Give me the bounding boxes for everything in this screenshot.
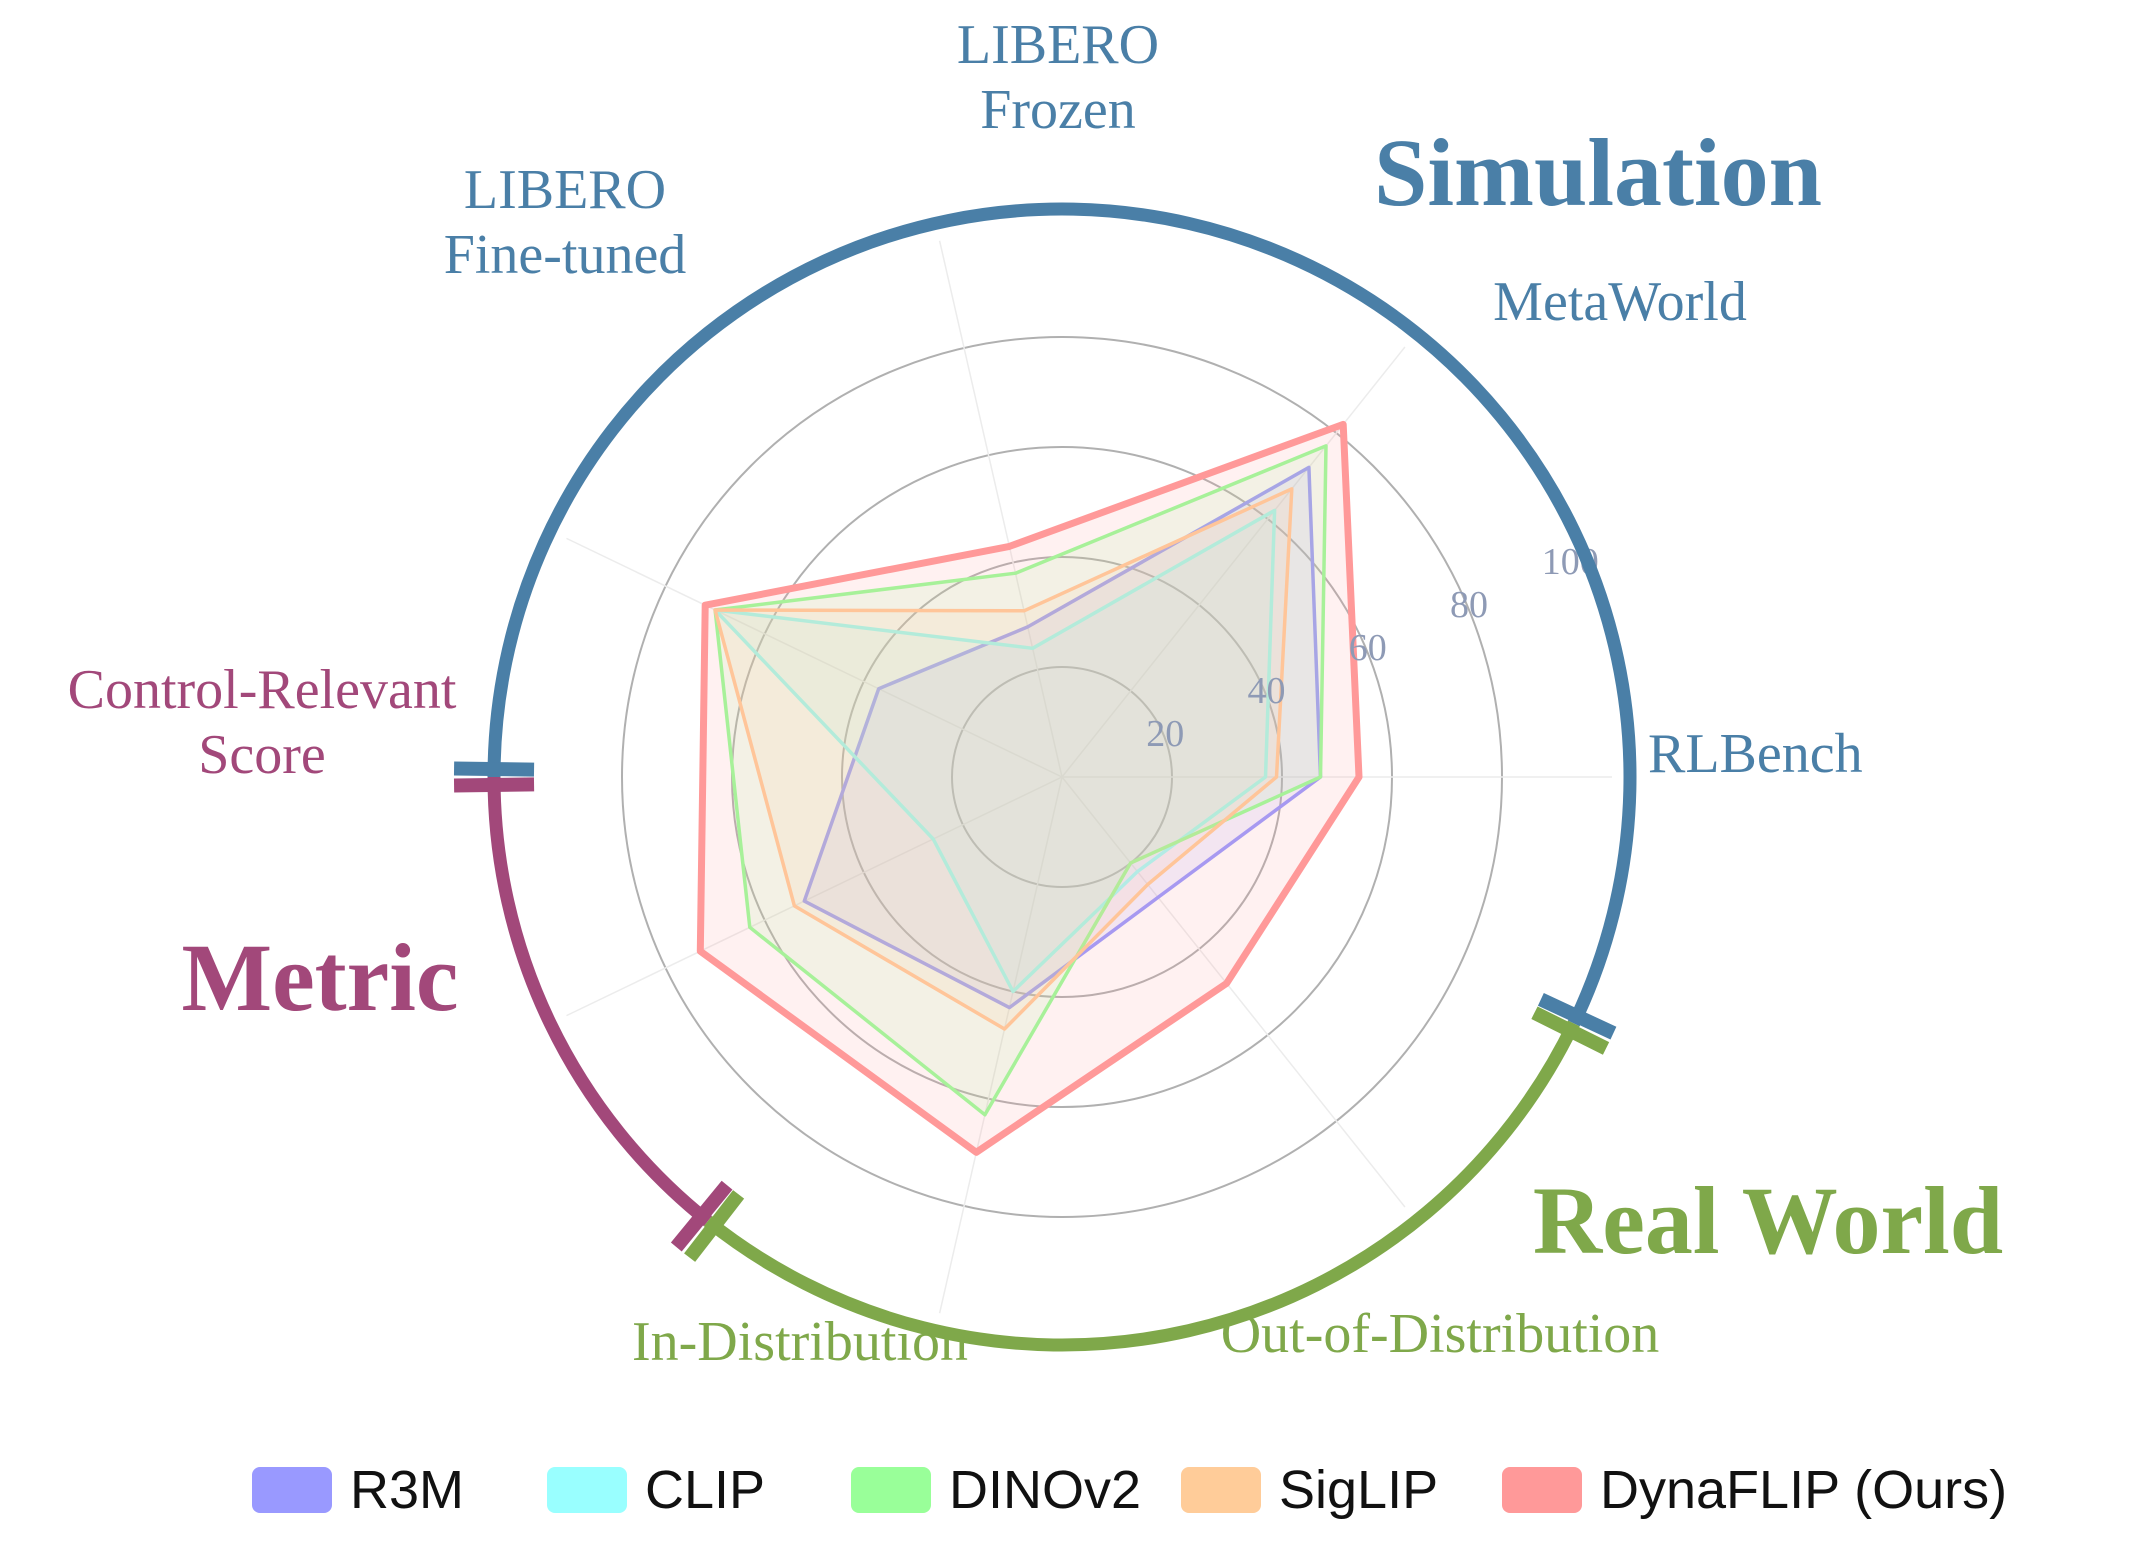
axis-spoke — [938, 776, 1063, 1314]
group-label-simulation: Simulation — [1374, 119, 1822, 226]
axis-spokes — [566, 240, 1612, 1314]
legend-label: DINOv2 — [949, 1460, 1141, 1520]
group-arc-cap — [1537, 993, 1617, 1040]
series-dynaflip-ours — [696, 420, 1363, 1156]
axis-label-line: Out-of-Distribution — [1221, 1303, 1660, 1365]
axis-label: RLBench — [1648, 723, 1863, 785]
group-arc-cap — [684, 1190, 745, 1262]
legend-item: DINOv2 — [851, 1460, 1141, 1520]
series-siglip — [713, 487, 1294, 1031]
legend-item: DynaFLIP (Ours) — [1502, 1460, 2007, 1520]
group-arc-cap — [670, 1180, 733, 1252]
group-arc-metric — [487, 776, 712, 1227]
axis-label-line: MetaWorld — [1493, 271, 1747, 333]
legend-label: R3M — [350, 1460, 464, 1520]
axis-spoke — [1061, 776, 1406, 1208]
axis-label-line: LIBERO — [957, 14, 1159, 76]
group-arc-cap — [453, 777, 535, 793]
legend-item: SigLIP — [1181, 1460, 1438, 1520]
axis-spoke — [566, 776, 1063, 1017]
axis-label-line: RLBench — [1648, 723, 1863, 785]
legend-label: DynaFLIP (Ours) — [1600, 1460, 2007, 1520]
group-arc-cap — [1531, 1006, 1610, 1055]
tick-label-80: 80 — [1450, 584, 1488, 626]
tick-label-20: 20 — [1146, 713, 1184, 755]
group-arc-simulation — [487, 202, 1637, 1027]
legend-swatch — [1181, 1467, 1261, 1513]
legend-item: CLIP — [547, 1460, 765, 1520]
legend: R3M CLIP DINOv2 SigLIP DynaFLIP (Ours) — [252, 1460, 2007, 1520]
axis-label-line: Fine-tuned — [444, 224, 687, 286]
legend-label: CLIP — [645, 1460, 765, 1520]
axis-label-line: In-Distribution — [632, 1311, 968, 1373]
legend-swatch — [547, 1467, 627, 1513]
legend-swatch — [851, 1467, 931, 1513]
series-r3m — [802, 465, 1323, 1010]
axis-label: MetaWorld — [1493, 271, 1747, 333]
group-arcs — [453, 202, 1637, 1352]
axis-spoke — [1061, 346, 1406, 778]
group-arc-cap — [453, 761, 535, 777]
axis-label: In-Distribution — [632, 1311, 968, 1373]
series-clip — [713, 508, 1277, 994]
axis-label-line: Frozen — [980, 79, 1136, 141]
axis-label: Out-of-Distribution — [1221, 1303, 1660, 1365]
legend-swatch — [252, 1467, 332, 1513]
tick-label-40: 40 — [1248, 670, 1286, 712]
legend-label: SigLIP — [1279, 1460, 1438, 1520]
axis-label-line: Control-Relevant — [68, 659, 457, 721]
series-polygons — [696, 420, 1363, 1156]
legend-swatch — [1502, 1467, 1582, 1513]
group-arc-real-world — [703, 1020, 1580, 1352]
axis-spoke — [938, 240, 1063, 778]
tick-label-60: 60 — [1349, 627, 1387, 669]
axis-label-line: LIBERO — [464, 159, 666, 221]
legend-item: R3M — [252, 1460, 464, 1520]
group-label-metric: Metric — [181, 924, 458, 1031]
axis-label-line: Score — [198, 724, 326, 786]
group-label-real-world: Real World — [1533, 1167, 2003, 1274]
axis-spoke — [566, 537, 1063, 778]
